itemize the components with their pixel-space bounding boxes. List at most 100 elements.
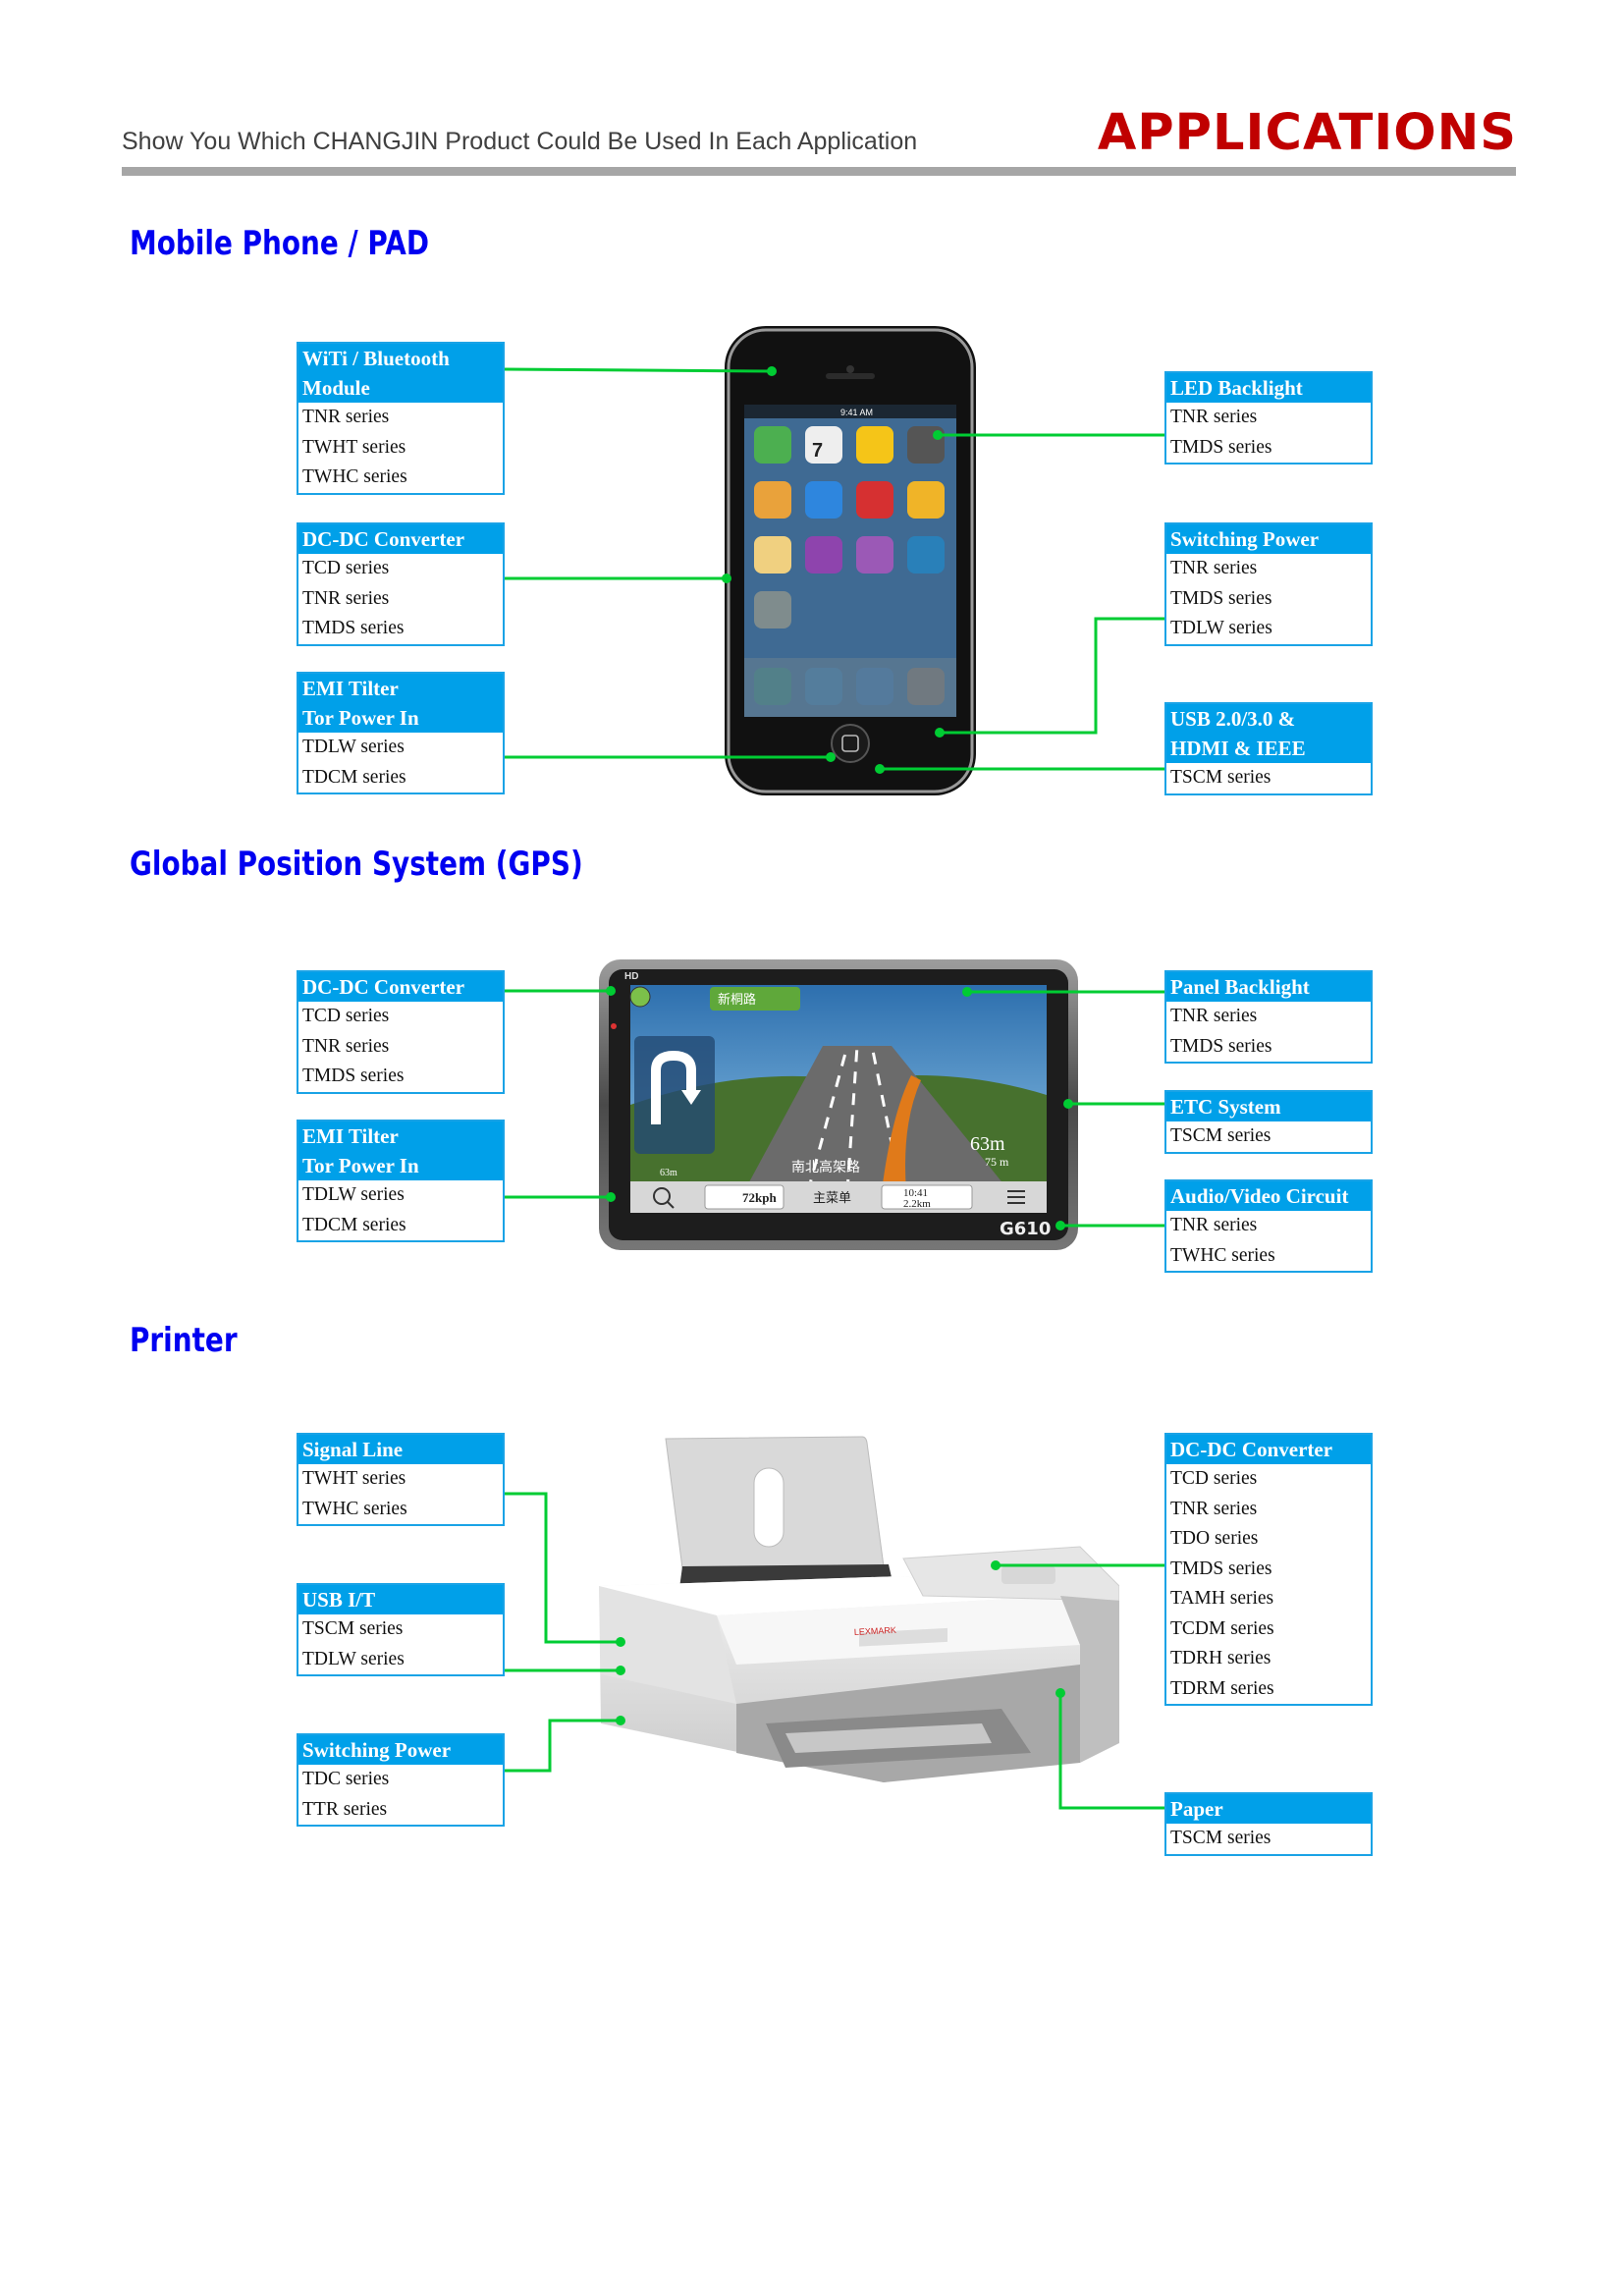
- box-header: DC-DC Converter: [298, 972, 503, 1002]
- box-title-line: Panel Backlight: [1170, 975, 1310, 999]
- box-title-line: Paper: [1170, 1797, 1223, 1821]
- app-icon: [856, 481, 893, 519]
- gps-menu: 主菜单: [813, 1191, 851, 1206]
- gps-sub-distance: 75 m: [985, 1155, 1009, 1169]
- app-icon: [754, 481, 791, 519]
- section-title-printer: Printer: [130, 1321, 238, 1360]
- box-header: LED Backlight: [1166, 373, 1371, 403]
- phone-status-time: 9:41 AM: [840, 408, 873, 417]
- series-item: TAMH series: [1170, 1588, 1274, 1609]
- printer-brand: LEXMARK: [854, 1625, 896, 1637]
- box-header: USB 2.0/3.0 & HDMI & IEEE: [1166, 704, 1371, 763]
- gps-road-tag: 新桐路: [718, 992, 756, 1008]
- series-item: TDRM series: [1170, 1677, 1274, 1699]
- gps-speed: 72kph: [742, 1190, 777, 1205]
- printer-image: LEXMARK: [599, 1436, 1119, 1782]
- series-item: TNR series: [1170, 558, 1258, 578]
- calendar-day: 7: [812, 440, 823, 462]
- app-icon: [805, 536, 842, 574]
- box-header: Paper: [1166, 1794, 1371, 1824]
- series-item: TWHT series: [302, 436, 406, 458]
- box-header: Panel Backlight: [1166, 972, 1371, 1002]
- series-item: TDLW series: [302, 1184, 405, 1205]
- series-item: TCDM series: [1170, 1617, 1274, 1639]
- box-header: Audio/Video Circuit: [1166, 1181, 1371, 1211]
- app-icon: [754, 591, 791, 629]
- box-title-line: EMI Tilter: [302, 677, 399, 700]
- box-title-line: Switching Power: [1170, 527, 1320, 551]
- box-header: ETC System: [1166, 1092, 1371, 1121]
- app-icon: [754, 426, 791, 464]
- box-title-line: Tor Power In: [302, 706, 419, 730]
- box-usb-hdmi: USB 2.0/3.0 & HDMI & IEEE TSCM series: [1164, 702, 1373, 795]
- series-item: TCD series: [302, 1006, 390, 1026]
- box-header: Signal Line: [298, 1435, 503, 1464]
- series-item: TWHC series: [302, 1498, 407, 1519]
- box-title-line: DC-DC Converter: [302, 975, 465, 999]
- box-title-line: USB 2.0/3.0 &: [1170, 707, 1296, 731]
- page-title: APPLICATIONS: [1097, 104, 1517, 162]
- app-icon: [754, 536, 791, 574]
- series-item: TMDS series: [1170, 1035, 1272, 1057]
- series-item: TDO series: [1170, 1528, 1259, 1549]
- series-item: TMDS series: [1170, 587, 1272, 609]
- series-item: TTR series: [302, 1798, 388, 1820]
- series-item: TCD series: [1170, 1468, 1258, 1489]
- series-item: TWHC series: [1170, 1244, 1275, 1266]
- box-title-line: Module: [302, 376, 370, 400]
- mobile-phone-image: 9:41 AM 7: [725, 326, 976, 795]
- series-item: TCD series: [302, 558, 390, 578]
- app-icon: [805, 426, 842, 464]
- series-item: TWHC series: [302, 466, 407, 487]
- box-title-line: USB I/T: [302, 1588, 376, 1612]
- series-item: TNR series: [1170, 1498, 1258, 1519]
- section-title-mobile: Mobile Phone / PAD: [130, 224, 429, 263]
- gps-time: 10:41: [903, 1187, 928, 1199]
- series-item: TNR series: [302, 587, 390, 609]
- box-header: Switching Power: [298, 1735, 503, 1765]
- box-header: DC-DC Converter: [1166, 1435, 1371, 1464]
- box-title-line: HDMI & IEEE: [1170, 737, 1306, 760]
- box-title-line: Audio/Video Circuit: [1170, 1184, 1349, 1208]
- header-divider: [122, 167, 1516, 176]
- gps-distance: 63m: [970, 1133, 1005, 1155]
- series-item: TSCM series: [1170, 1125, 1271, 1146]
- box-title-line: Signal Line: [302, 1438, 404, 1461]
- series-item: TDRH series: [1170, 1648, 1271, 1668]
- gps-hd-label: HD: [624, 971, 638, 982]
- gps-trip: 2.2km: [903, 1198, 931, 1210]
- app-icon: [907, 536, 945, 574]
- box-header: USB I/T: [298, 1585, 503, 1614]
- box-title-line: Switching Power: [302, 1738, 452, 1762]
- box-header: DC-DC Converter: [298, 524, 503, 554]
- series-item: TSCM series: [1170, 767, 1271, 788]
- series-item: TMDS series: [302, 1066, 405, 1086]
- series-item: TDCM series: [302, 1214, 406, 1235]
- series-item: TDLW series: [302, 737, 405, 757]
- box-title-line: Tor Power In: [302, 1154, 419, 1177]
- gps-distance-small: 63m: [660, 1168, 677, 1178]
- gps-model: G610: [1000, 1219, 1051, 1239]
- series-item: TWHT series: [302, 1468, 406, 1489]
- series-item: TMDS series: [1170, 436, 1272, 458]
- series-item: TSCM series: [1170, 1828, 1271, 1848]
- box-title-line: DC-DC Converter: [1170, 1438, 1333, 1461]
